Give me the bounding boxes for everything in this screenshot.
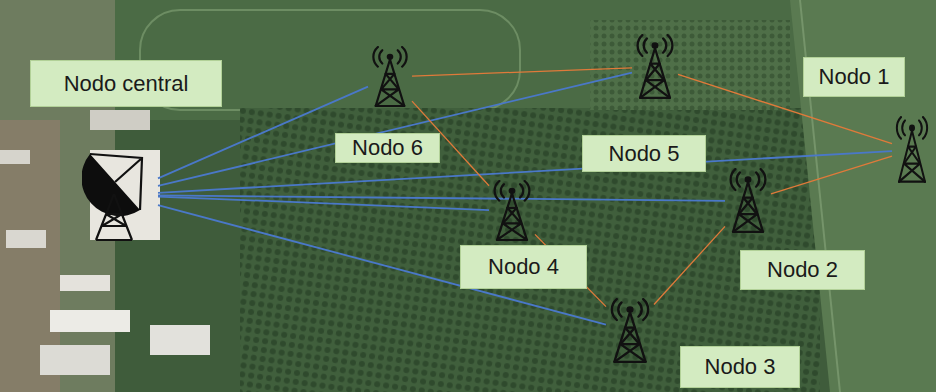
node-label: Nodo 2 (740, 250, 865, 290)
antenna-node: Nodo 6 (368, 46, 412, 108)
backhaul-link (158, 197, 489, 211)
node-label: Nodo 5 (582, 135, 706, 172)
node-label: Nodo 3 (680, 346, 800, 388)
antenna-tower (606, 298, 654, 364)
backhaul-link (158, 151, 892, 193)
node-label: Nodo central (30, 60, 222, 107)
antenna-node: Nodo 2 (725, 168, 771, 234)
backhaul-link (158, 73, 632, 186)
antenna-tower (725, 168, 771, 234)
antenna-tower (489, 180, 535, 242)
node-label: Nodo 1 (803, 57, 905, 97)
antenna-node: Nodo 5 (632, 34, 678, 100)
central-station: Nodo central (82, 148, 158, 242)
antenna-tower (632, 34, 678, 100)
antenna-node: Nodo 1 (892, 116, 932, 184)
dish-and-tower (82, 148, 158, 242)
mesh-link (654, 226, 725, 304)
antenna-node: Nodo 4 (489, 180, 535, 242)
backhaul-link (158, 205, 606, 324)
mesh-link (412, 68, 632, 76)
node-label: Nodo 4 (460, 245, 587, 289)
antenna-tower (892, 116, 932, 184)
antenna-node: Nodo 3 (606, 298, 654, 364)
mesh-link (771, 156, 892, 194)
node-label: Nodo 6 (335, 133, 440, 163)
antenna-tower (368, 46, 412, 108)
